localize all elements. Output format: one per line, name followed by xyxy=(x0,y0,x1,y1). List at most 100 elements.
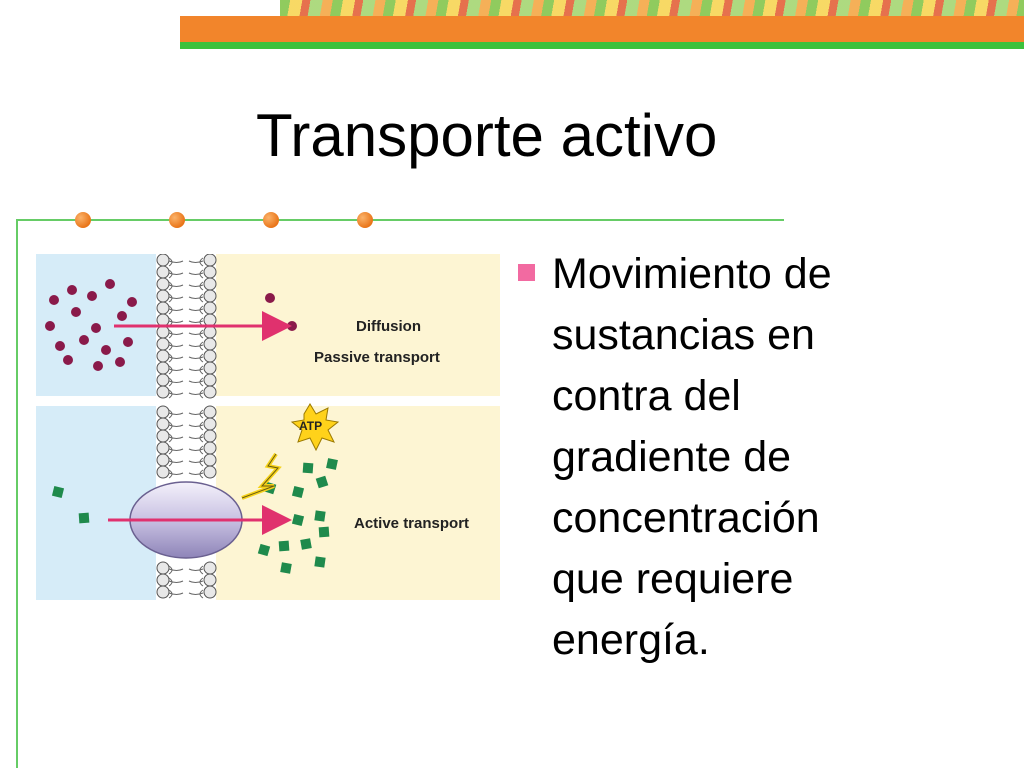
lipid-head xyxy=(203,361,217,375)
lipid-head xyxy=(203,585,217,599)
lipid-tail xyxy=(168,293,204,303)
lipid-head xyxy=(156,429,170,443)
solute-molecule xyxy=(318,526,330,538)
lipid-tail xyxy=(168,421,204,431)
solute-molecule xyxy=(326,458,338,470)
bullet-text: Movimiento de sustancias en contra del g… xyxy=(552,244,972,671)
lipid-head xyxy=(203,254,217,267)
lipid-tail xyxy=(168,377,204,387)
solute-molecule xyxy=(257,543,271,557)
lipid-tail xyxy=(168,457,204,467)
lipid-head xyxy=(203,465,217,479)
lipid-head xyxy=(203,561,217,575)
banner-pattern xyxy=(280,0,1024,16)
lipid-head xyxy=(156,361,170,375)
bullet-line: Movimiento de xyxy=(552,250,832,298)
diffusion-label: Diffusion xyxy=(356,318,421,335)
lipid-head xyxy=(203,313,217,327)
bullet-line: concentración xyxy=(552,494,820,542)
solute-molecule xyxy=(101,345,111,355)
solute-molecule xyxy=(91,323,101,333)
lipid-tail xyxy=(168,317,204,327)
bullet-line: que requiere xyxy=(552,555,794,603)
lipid-head xyxy=(156,349,170,363)
lipid-head xyxy=(156,373,170,387)
lipid-head xyxy=(203,265,217,279)
lipid-head xyxy=(203,385,217,399)
lipid-tail xyxy=(168,281,204,291)
bullet-line: sustancias en xyxy=(552,311,815,359)
solute-molecule xyxy=(115,357,125,367)
solute-molecule xyxy=(265,293,275,303)
lipid-head xyxy=(156,313,170,327)
passive-panel: Diffusion Passive transport xyxy=(36,254,500,399)
solute-molecule xyxy=(291,513,305,527)
lipid-head xyxy=(156,289,170,303)
bullet-line: energía. xyxy=(552,616,710,664)
solute-molecule xyxy=(300,538,312,550)
solute-molecule xyxy=(45,321,55,331)
solute-molecule xyxy=(278,540,290,552)
solute-molecule xyxy=(78,512,90,524)
lipid-tail xyxy=(168,433,204,443)
lipid-tail xyxy=(168,469,204,479)
decor-dot xyxy=(263,212,279,228)
active-panel: ATP Active transport xyxy=(36,403,500,600)
solute-molecule xyxy=(314,556,326,568)
lipid-head xyxy=(203,429,217,443)
lipid-head xyxy=(156,254,170,267)
decor-dot xyxy=(169,212,185,228)
lipid-head xyxy=(203,349,217,363)
solute-molecule xyxy=(71,307,81,317)
passive-molecules xyxy=(45,279,297,371)
lipid-head xyxy=(203,453,217,467)
atp-burst xyxy=(290,403,340,452)
passive-transport-label: Passive transport xyxy=(314,349,440,366)
solute-molecule xyxy=(315,475,329,489)
lipid-head xyxy=(156,277,170,291)
lipid-head xyxy=(203,301,217,315)
lipid-head xyxy=(156,337,170,351)
lipid-tail xyxy=(168,269,204,279)
lipid-tail xyxy=(168,305,204,315)
lipid-head xyxy=(156,465,170,479)
lipid-tail xyxy=(168,565,204,575)
lipid-tail xyxy=(168,577,204,587)
membrane-bilayer xyxy=(156,254,217,399)
solute-molecule xyxy=(302,462,314,474)
banner-green-line xyxy=(180,42,1024,49)
header-banner xyxy=(180,0,1024,50)
solute-molecule xyxy=(287,321,297,331)
lipid-tail xyxy=(168,341,204,351)
lipid-head xyxy=(203,337,217,351)
transport-figure: Diffusion Passive transport ATP Active t… xyxy=(36,254,500,600)
active-panel-inside xyxy=(216,406,500,600)
lipid-head xyxy=(156,265,170,279)
lipid-tail xyxy=(168,589,204,599)
lipid-head xyxy=(203,417,217,431)
frame-top-line xyxy=(16,219,784,221)
lipid-head xyxy=(156,417,170,431)
solute-molecule xyxy=(67,285,77,295)
solute-molecule xyxy=(63,355,73,365)
lipid-tail xyxy=(168,389,204,399)
active-transport-label: Active transport xyxy=(354,515,469,532)
solute-molecule xyxy=(51,485,65,499)
solute-molecule xyxy=(93,361,103,371)
lipid-head xyxy=(156,325,170,339)
bullet-marker xyxy=(518,264,535,281)
bullet-line: gradiente de xyxy=(552,433,792,481)
solute-molecule xyxy=(291,485,305,499)
solute-molecule xyxy=(280,562,292,574)
lipid-head xyxy=(203,277,217,291)
banner-orange-bar xyxy=(180,16,1024,42)
lipid-head xyxy=(156,385,170,399)
bullet-line: contra del xyxy=(552,372,741,420)
lipid-tail xyxy=(168,409,204,419)
atp-label: ATP xyxy=(299,419,322,433)
lipid-head xyxy=(203,405,217,419)
lipid-head xyxy=(156,585,170,599)
lipid-tail xyxy=(168,329,204,339)
slide-title: Transporte activo xyxy=(256,102,718,169)
lipid-tail xyxy=(168,445,204,455)
